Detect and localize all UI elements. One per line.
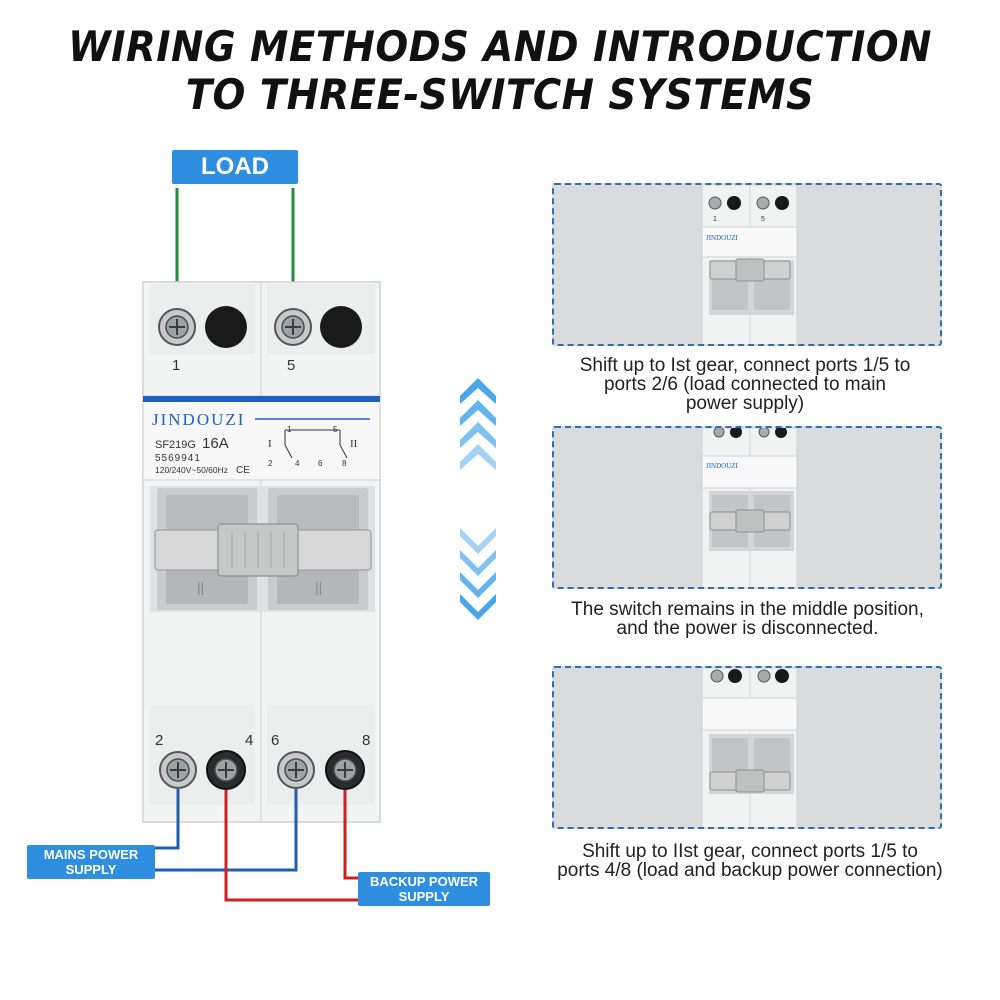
p1-port-5: 5 [761,216,765,223]
p1-brand: JINDOUZI [706,234,739,242]
terminal-8 [325,750,365,790]
mains-wire-1 [155,789,180,850]
device-rating: 16A [202,435,229,452]
backup-wire-2 [343,790,358,880]
schematic-label-I: I [268,438,272,450]
port-label-2: 2 [155,732,163,749]
step-1-caption-line-3: power supply) [685,393,805,414]
terminal-5-aux-hole [320,306,362,348]
p1-port-1: 1 [713,216,717,223]
schematic-label-8: 8 [342,459,347,468]
terminal-5 [274,308,312,346]
port-label-6: 6 [271,732,279,749]
title-line-1: WIRING METHODS AND INTRODUCTION [68,22,932,71]
step-1-caption-line-1: Shift up to Ist gear, connect ports 1/5 … [579,355,911,376]
schematic-label-1: 1 [287,425,292,434]
terminal-1-aux-hole [205,306,247,348]
backup-label-line-2: SUPPLY [398,889,450,904]
port-label-1: 1 [172,357,180,374]
svg-text:||: || [315,579,322,595]
mains-label-line-1: MAINS POWER [43,847,139,862]
step-2-caption-line-1: The switch remains in the middle positio… [571,599,924,620]
backup-wire-1 [224,790,358,902]
load-label: LOAD [172,150,298,184]
schematic-label-2: 2 [268,459,273,468]
step-3-caption-line-2: ports 4/8 (load and backup power connect… [557,860,943,881]
step-2-caption: The switch remains in the middle positio… [530,600,965,638]
backup-power-label: BACKUP POWER SUPPLY [358,872,490,906]
step-1-image: 1 5 JINDOUZI [552,183,942,346]
step-2-caption-line-2: and the power is disconnected. [616,618,879,639]
port-label-8: 8 [362,732,370,749]
backup-label-line-1: BACKUP POWER [369,874,479,889]
schematic-label-5: 5 [333,425,338,434]
terminal-2 [159,751,197,789]
device-voltage: 120/240V~50/60Hz [155,465,228,475]
schematic-label-II: II [350,438,358,450]
step-3-caption: Shift up to IIst gear, connect ports 1/5… [520,842,980,880]
port-label-5: 5 [287,357,295,374]
switch-schematic [284,429,348,459]
device-model: SF219G [155,439,196,451]
down-arrows-icon [460,528,496,620]
mains-power-label: MAINS POWER SUPPLY [27,845,155,879]
terminal-6 [277,751,315,789]
schematic-label-6: 6 [318,459,323,468]
step-3-image [552,666,942,829]
step-3-caption-line-1: Shift up to IIst gear, connect ports 1/5… [582,841,918,862]
device-serial: 5569941 [155,453,201,464]
port-label-4: 4 [245,732,253,749]
device-ce: CE [236,465,250,476]
terminal-1 [158,308,196,346]
title-line-2: TO THREE-SWITCH SYSTEMS [185,70,815,119]
mains-wire-2 [155,789,298,872]
step-2-image: JINDOUZI [552,426,942,589]
up-arrows-icon [460,378,496,470]
step-1-caption: Shift up to Ist gear, connect ports 1/5 … [540,356,950,413]
schematic-label-4: 4 [295,459,300,468]
device-brand: JINDOUZI [152,410,245,429]
svg-text:||: || [197,579,204,595]
terminal-4 [206,750,246,790]
p2-brand: JINDOUZI [706,462,739,470]
mains-label-line-2: SUPPLY [65,862,117,877]
step-1-caption-line-2: ports 2/6 (load connected to main [603,374,886,395]
